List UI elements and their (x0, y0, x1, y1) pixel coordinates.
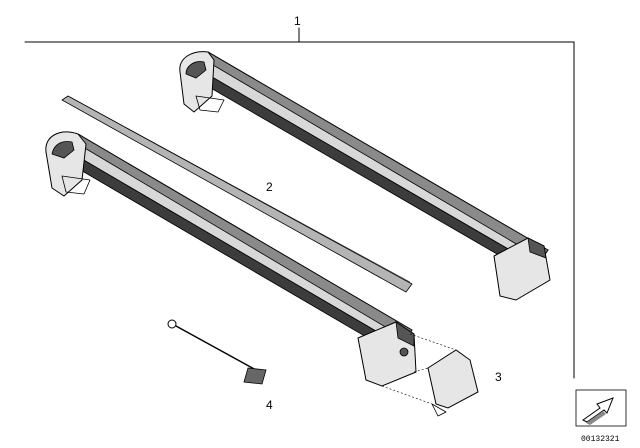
key (167, 319, 267, 385)
roof-bar-rear (179, 51, 551, 301)
drawing-number: 00132321 (581, 435, 620, 444)
callout-2: 2 (266, 180, 273, 194)
end-cap (381, 333, 479, 417)
callout-4: 4 (266, 398, 273, 412)
callout-1: 1 (294, 14, 301, 28)
assembly-frame (24, 27, 575, 379)
callout-3: 3 (495, 370, 502, 384)
roof-bar-front (45, 131, 417, 387)
protective-strip (61, 95, 413, 293)
arrow-icon (575, 389, 627, 427)
